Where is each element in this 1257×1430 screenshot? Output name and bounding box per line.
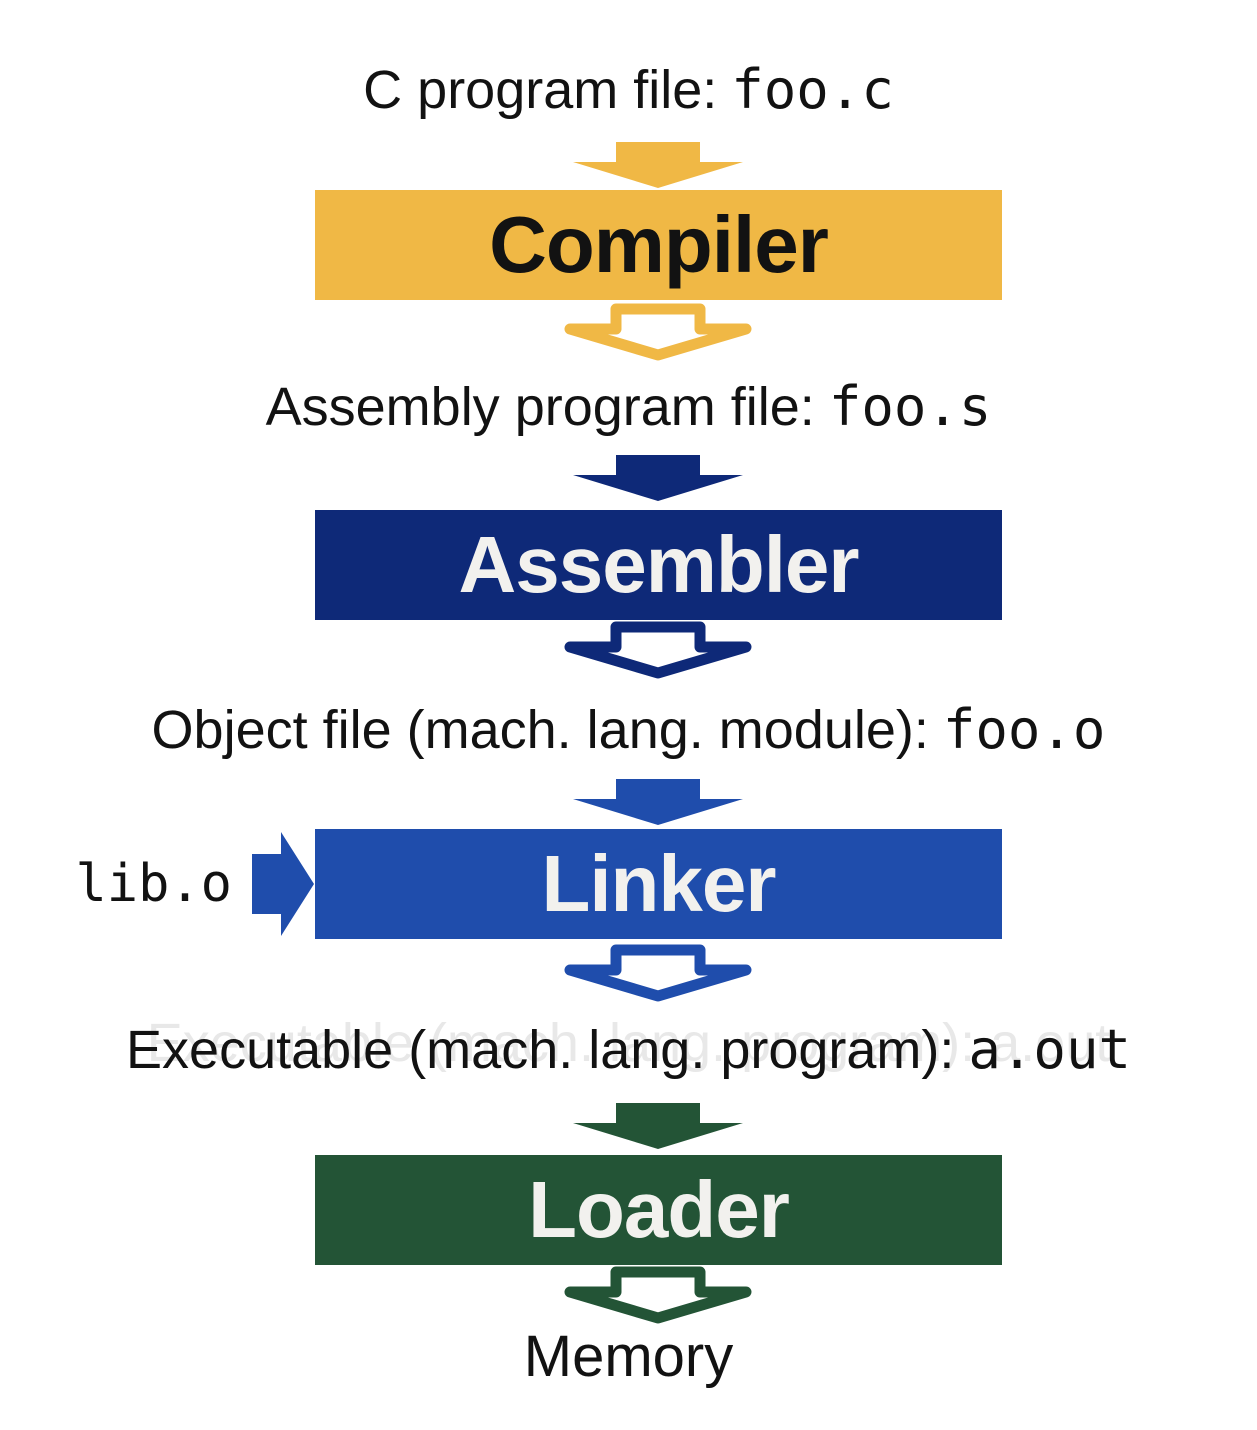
down-arrow-filled-gold-icon [573,142,743,188]
linker-box: Linker [315,829,1002,939]
executable-file-text: Executable (mach. lang. program): [126,1020,955,1080]
loader-box: Loader [315,1155,1002,1265]
assembly-filename: foo.s [828,375,992,438]
right-arrow-filled-blue-icon [252,832,314,936]
down-arrow-filled-green-icon [573,1103,743,1149]
assembler-box-label: Assembler [458,520,859,609]
down-arrow-filled-navy-icon [573,455,743,501]
assembly-file-text: Assembly program file: [265,377,815,437]
down-arrow-filled-blue-icon [573,779,743,825]
memory-label: Memory [523,1324,734,1389]
object-file-label: Object file (mach. lang. module):foo.o [0,698,1257,761]
assembly-file-label: Assembly program file:foo.s [0,375,1257,438]
object-filename: foo.o [942,698,1106,761]
lib-o-label: lib.o [75,854,232,914]
down-arrow-hollow-blue-icon [563,944,753,1002]
down-arrow-hollow-green-icon [563,1266,753,1324]
linker-box-label: Linker [541,839,776,928]
c-program-file-text: C program file: [363,60,718,120]
executable-filename: a.out [968,1018,1131,1081]
assembler-box: Assembler [315,510,1002,620]
compiler-box-label: Compiler [489,200,829,289]
c-program-file-label: C program file:foo.c [0,58,1257,121]
object-file-text: Object file (mach. lang. module): [151,700,929,760]
executable-file-label: Executable (mach. lang. program): a.out … [0,1014,1257,1081]
executable-ghost-text: Executable (mach. lang. program): a.out [146,1013,1111,1073]
down-arrow-hollow-navy-icon [563,621,753,679]
c-program-filename: foo.c [731,58,894,121]
compiler-box: Compiler [315,190,1002,300]
down-arrow-hollow-gold-icon [563,303,753,361]
loader-box-label: Loader [528,1165,790,1254]
